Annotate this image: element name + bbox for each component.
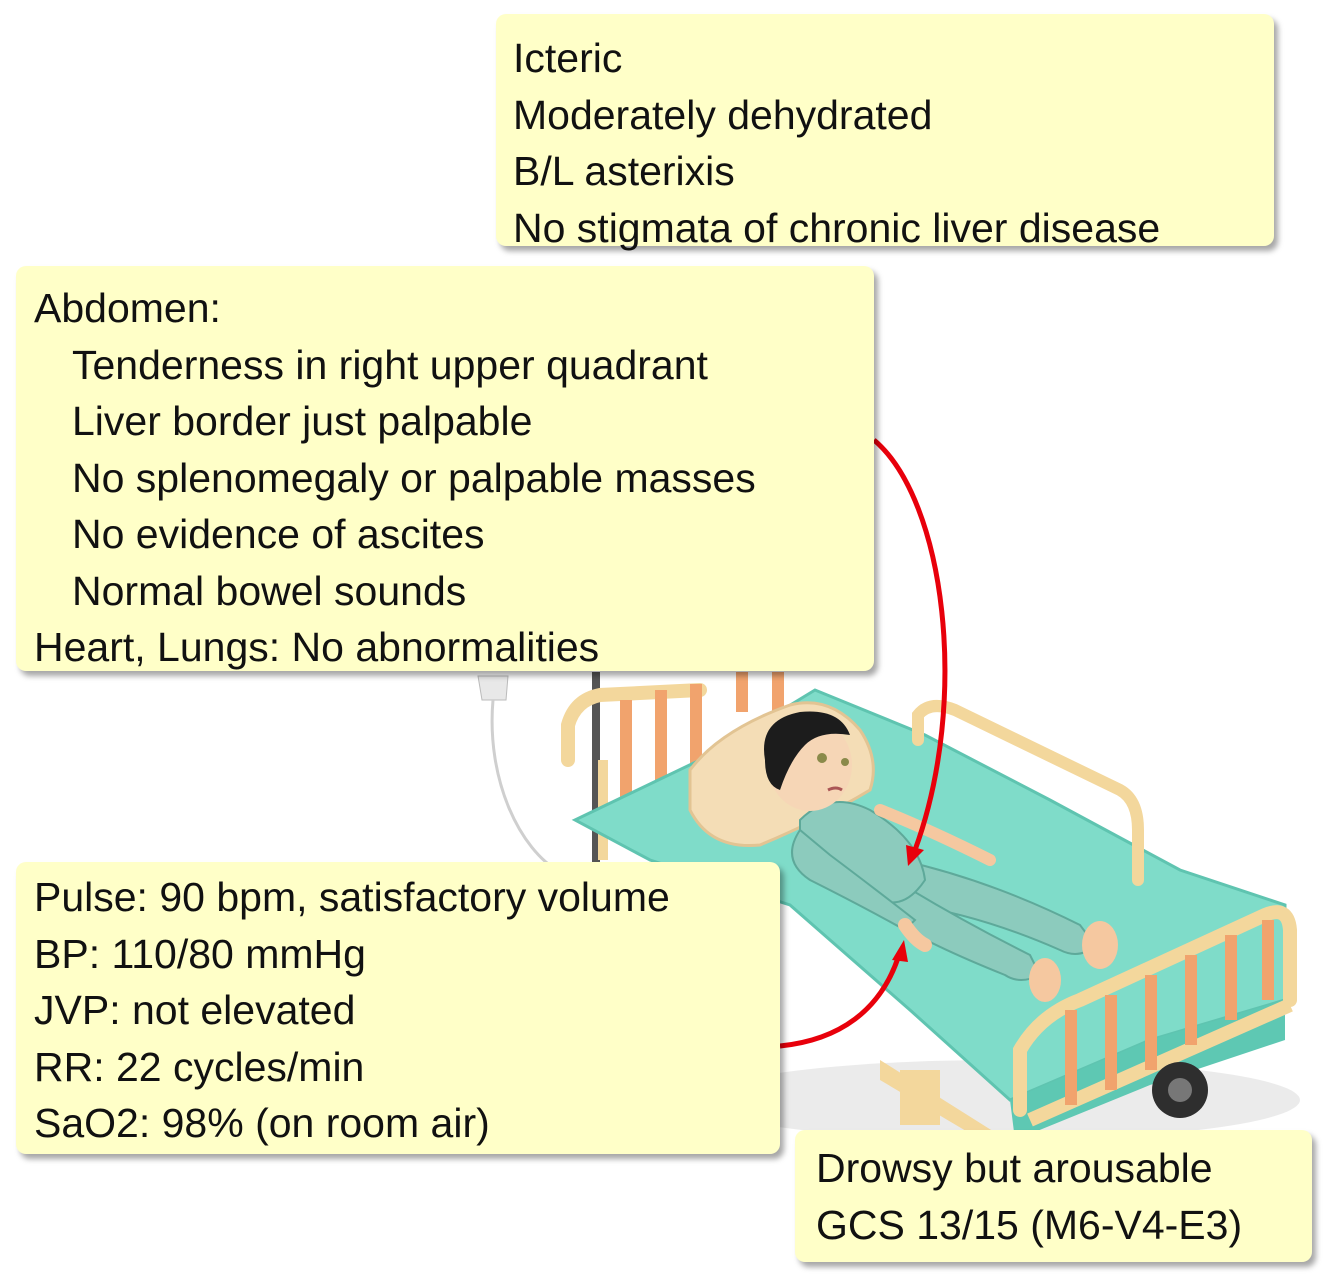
annotation-arrows xyxy=(779,438,948,1049)
vital-rr: RR: 22 cycles/min xyxy=(34,1043,365,1090)
abdomen-item-1: Tenderness in right upper quadrant xyxy=(72,341,708,388)
arrowhead-vitals xyxy=(892,940,908,962)
general-finding-1: Icteric xyxy=(513,35,623,81)
heart-lungs-finding: Heart, Lungs: No abnormalities xyxy=(34,624,600,670)
vital-jvp: JVP: not elevated xyxy=(34,987,356,1033)
vital-bp: BP: 110/80 mmHg xyxy=(34,930,366,977)
consciousness-level: Drowsy but arousable xyxy=(816,1145,1213,1191)
abdomen-item-2: Liver border just palpable xyxy=(72,398,533,444)
vital-pulse: Pulse: 90 bpm, satisfactory volume xyxy=(34,874,670,920)
abdomen-heading: Abdomen: xyxy=(34,285,221,331)
neuro-status-note: Drowsy but arousable GCS 13/15 (M6-V4-E3… xyxy=(795,1130,1312,1262)
general-findings-note: Icteric Moderately dehydrated B/L asteri… xyxy=(496,14,1274,251)
abdomen-item-3: No splenomegaly or palpable masses xyxy=(72,454,756,501)
vital-signs-note: Pulse: 90 bpm, satisfactory volume BP: 1… xyxy=(16,862,780,1154)
abdomen-findings-note: Abdomen: Tenderness in right upper quadr… xyxy=(16,266,874,671)
arrowhead-abdomen xyxy=(906,845,924,866)
general-finding-4: No stigmata of chronic liver disease xyxy=(513,204,1161,251)
abdomen-item-5: Normal bowel sounds xyxy=(72,567,467,614)
general-finding-3: B/L asterixis xyxy=(513,148,735,194)
gcs-score: GCS 13/15 (M6-V4-E3) xyxy=(816,1201,1243,1248)
abdomen-item-4: No evidence of ascites xyxy=(72,511,485,557)
patient-figure xyxy=(764,711,1118,1002)
arrow-vitals-to-wrist xyxy=(779,957,901,1049)
bed-head-frame xyxy=(561,672,784,860)
general-finding-2: Moderately dehydrated xyxy=(513,91,933,138)
arrow-abdomen-to-patient xyxy=(872,438,948,851)
bed-far-rail xyxy=(912,700,1144,886)
bed-side-rail xyxy=(1013,905,1297,1127)
vital-sao2: SaO2: 98% (on room air) xyxy=(34,1100,490,1146)
